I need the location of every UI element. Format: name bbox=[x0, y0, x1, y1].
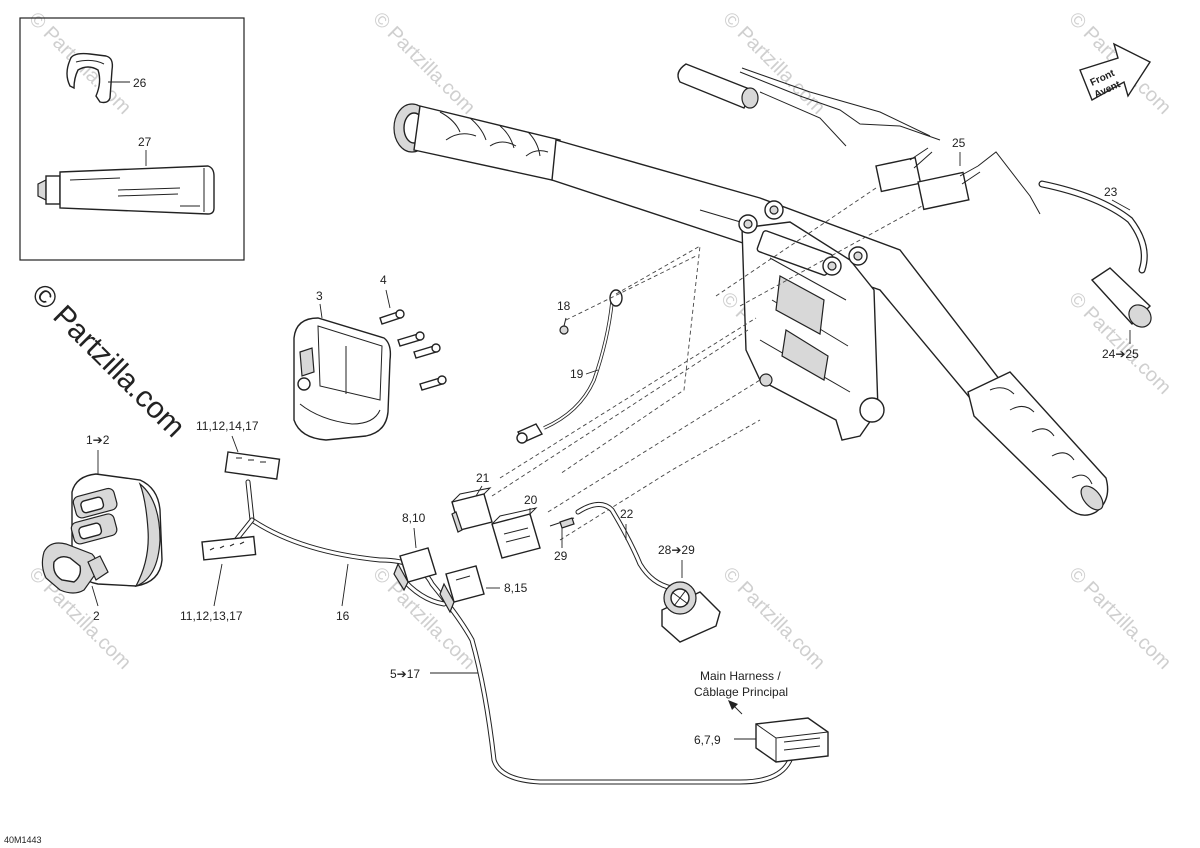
watermark-large: © Partzilla.com bbox=[25, 278, 191, 444]
callout-29: 29 bbox=[554, 549, 568, 563]
callout-19: 19 bbox=[570, 367, 584, 381]
grease-tube-part bbox=[37, 165, 215, 215]
watermark-layer: © Partzilla.com © Partzilla.com © Partzi… bbox=[24, 8, 1175, 674]
callout-20: 20 bbox=[524, 493, 538, 507]
terminal-29-part bbox=[549, 517, 575, 529]
callout-28-29: 28➔29 bbox=[658, 543, 695, 557]
watermark: © Partzilla.com bbox=[368, 8, 479, 119]
watermark: © Partzilla.com bbox=[718, 563, 829, 674]
right-grip-part bbox=[967, 371, 1109, 516]
main-harness-connector-part bbox=[755, 717, 829, 763]
drawing-code: 40M1443 bbox=[4, 835, 42, 845]
connector-21-part bbox=[451, 487, 493, 533]
callout-27: 27 bbox=[138, 135, 152, 149]
grip-clip-part bbox=[66, 52, 114, 104]
switch-assembly-part bbox=[41, 473, 163, 594]
callout-18: 18 bbox=[557, 299, 571, 313]
harness-22-part bbox=[575, 502, 675, 591]
handlebar-riser-part bbox=[738, 200, 885, 441]
connector-8-10-part bbox=[393, 547, 437, 592]
callout-2: 2 bbox=[93, 609, 100, 623]
switch-housing-part bbox=[293, 317, 392, 441]
left-grip-part bbox=[393, 103, 561, 181]
callout-8-15: 8,15 bbox=[504, 581, 528, 595]
dashed-guide-lines bbox=[491, 187, 923, 541]
callout-11-12-13-17: 11,12,13,17 bbox=[180, 609, 243, 623]
connector-8-15-part bbox=[439, 565, 485, 614]
heater-wire-23-part bbox=[1038, 180, 1148, 274]
callout-21: 21 bbox=[476, 471, 490, 485]
callout-3: 3 bbox=[316, 289, 323, 303]
callout-4: 4 bbox=[380, 273, 387, 287]
ground-screw-18-part bbox=[559, 317, 569, 335]
heater-sleeve-part bbox=[1090, 267, 1152, 328]
connector-11-14-part bbox=[224, 451, 281, 480]
heater-element-top-part bbox=[677, 63, 941, 147]
screw-set-4-part bbox=[379, 309, 447, 391]
callout-22: 22 bbox=[620, 507, 634, 521]
connector-25a-part bbox=[875, 147, 933, 193]
main-harness-label: Main Harness / bbox=[700, 669, 781, 683]
callout-1-2: 1➔2 bbox=[86, 433, 110, 447]
knob-switch-28-part bbox=[661, 581, 721, 643]
callout-23: 23 bbox=[1104, 185, 1118, 199]
callout-8-10: 8,10 bbox=[402, 511, 426, 525]
callout-26: 26 bbox=[133, 76, 147, 90]
callout-5-17: 5➔17 bbox=[390, 667, 420, 681]
connector-11-13-part bbox=[201, 535, 257, 561]
callout-16: 16 bbox=[336, 609, 350, 623]
ground-strap-19-part bbox=[516, 289, 623, 444]
connector-25b-part bbox=[917, 151, 1041, 215]
cablage-principal-label: Câblage Principal bbox=[694, 685, 788, 699]
callout-25: 25 bbox=[952, 136, 966, 150]
inset-box: 26 27 bbox=[19, 17, 245, 261]
callout-6-7-9: 6,7,9 bbox=[694, 733, 721, 747]
connector-20-part bbox=[491, 507, 541, 559]
front-direction-badge: Front Avent bbox=[1079, 42, 1152, 102]
arrow-icon bbox=[728, 700, 743, 715]
callout-11-12-14-17: 11,12,14,17 bbox=[196, 419, 259, 433]
watermark: © Partzilla.com bbox=[1064, 563, 1175, 674]
callout-24-25: 24➔25 bbox=[1102, 347, 1139, 361]
